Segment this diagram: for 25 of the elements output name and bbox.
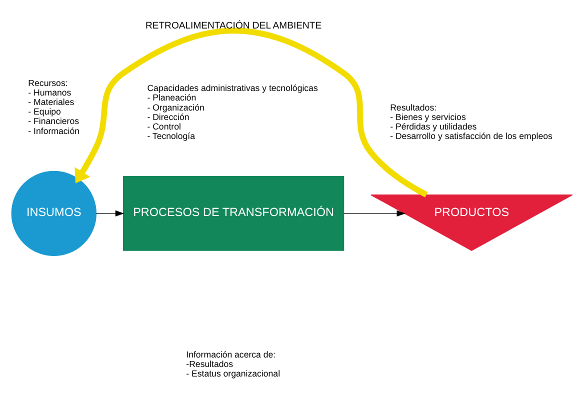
node-box: PROCESOS DE TRANSFORMACIÓN [122,176,344,251]
node-label: - Bienes y servicios [390,112,466,122]
node-label: - Tecnología [147,130,195,141]
node-label: Recursos: [28,78,68,88]
node-label: - Dirección [147,112,190,122]
node-label: - Equipo [28,106,61,117]
node-circle: INSUMOS [11,170,97,256]
node-label: - Humanos [28,88,72,98]
node-label: Resultados: [390,102,437,112]
label: - Estatus organizacional [186,368,280,379]
label: Información acerca de: [186,350,276,360]
node-label: - Desarrollo y satisfacción de los empleos [390,130,552,141]
node-label: Capacidades administrativas y tecnológicas [147,83,318,94]
node-label: - Planeación [147,92,196,103]
node-label: - Materiales [28,97,74,108]
edge-label: RETROALIMENTACIÓN DEL AMBIENTE [145,20,322,32]
node-label: - Información [28,126,80,136]
arrow [96,210,124,217]
arrow [74,28,428,198]
node-label: - Pérdidas y utilidades [390,121,477,132]
arrow [344,210,406,217]
node-label: - Organización [147,102,204,112]
node-label: - Financieros [28,116,80,126]
label: -Resultados [186,359,234,370]
node-label: - Control [147,121,181,132]
